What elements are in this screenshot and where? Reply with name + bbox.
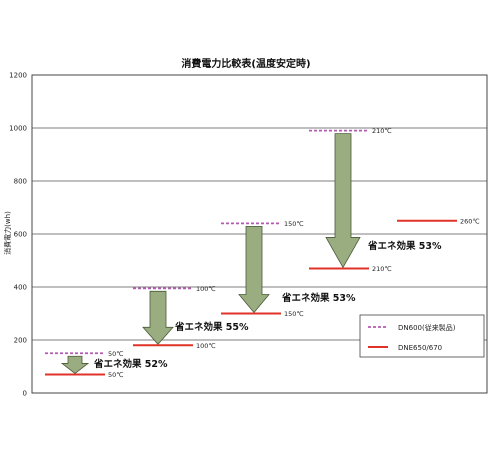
new-temp-label: 100℃	[196, 342, 216, 350]
legend-label-old: DN600(従来製品)	[398, 323, 456, 332]
new-temp-label: 50℃	[108, 371, 124, 379]
plot-area	[31, 74, 488, 394]
y-tick-label: 800	[14, 178, 27, 186]
savings-arrow	[60, 355, 90, 374]
old-temp-label: 50℃	[108, 350, 124, 358]
savings-label: 省エネ効果 53%	[367, 240, 442, 252]
y-tick-label: 1000	[9, 125, 27, 133]
savings-arrow	[142, 290, 174, 345]
y-tick-label: 600	[14, 231, 27, 239]
marks-layer: 50℃ 100℃ 150℃ 210℃ 50℃ 100℃ 150℃ 210℃ 260℃ 省エネ効果 …	[45, 127, 480, 379]
old-temp-label: 100℃	[196, 285, 216, 293]
chart-title: 消費電力比較表(温度安定時)	[181, 57, 310, 70]
new-temp-label: 150℃	[284, 310, 304, 318]
y-axis-label: 消費電力(wh)	[3, 211, 12, 255]
legend-box	[359, 314, 485, 358]
old-temp-label: 210℃	[372, 127, 392, 135]
y-ticks-layer: 0 200 400 600 800 1000 1200	[9, 72, 27, 398]
legend: DN600(従来製品) DNE650/670	[359, 314, 485, 358]
y-tick-label: 1200	[9, 72, 27, 80]
savings-arrow	[238, 225, 270, 314]
y-tick-label: 0	[23, 390, 27, 398]
savings-arrow	[325, 133, 361, 269]
savings-label: 省エネ効果 53%	[281, 292, 356, 304]
y-tick-label: 200	[14, 337, 27, 345]
y-tick-label: 400	[14, 284, 27, 292]
old-temp-label: 150℃	[284, 220, 304, 228]
new-temp-label: 210℃	[372, 265, 392, 273]
savings-label: 省エネ効果 55%	[174, 321, 249, 333]
savings-label: 省エネ効果 52%	[93, 358, 168, 370]
new-temp-label: 260℃	[460, 217, 480, 225]
legend-label-new: DNE650/670	[398, 344, 442, 352]
